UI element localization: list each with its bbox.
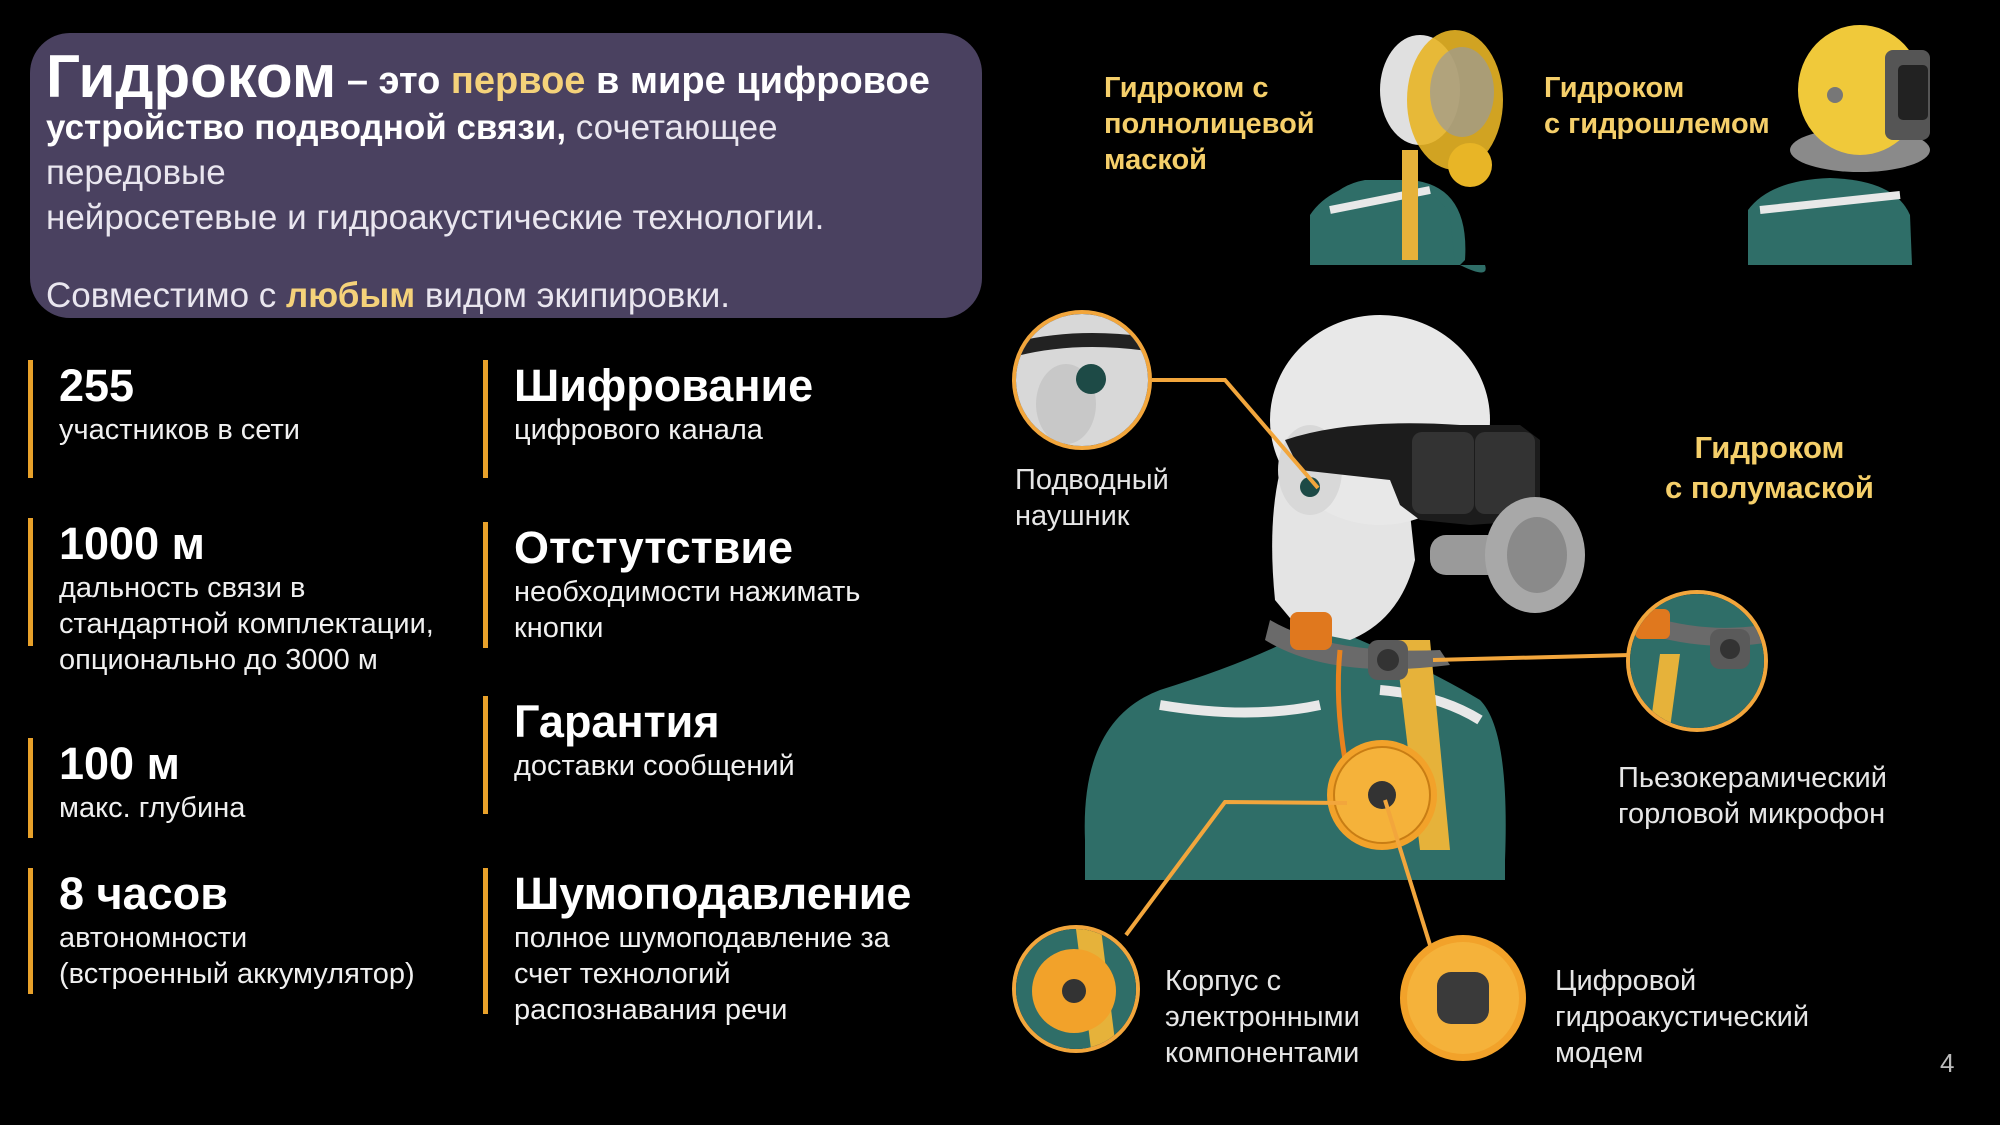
feature-sub: опционально до 3000 м — [59, 644, 378, 676]
feature-sub: распознавания речи — [514, 994, 788, 1026]
housing-detail-circle — [1012, 925, 1140, 1053]
feature-title: 8 часов — [59, 868, 228, 919]
feature-title: 100 м — [59, 738, 180, 789]
label-line: модем — [1555, 1037, 1644, 1069]
feature-depth: 100 м макс. глубина — [28, 738, 245, 838]
intro-compat: Совместимо с любым видом экипировки. — [46, 273, 964, 318]
label-line: с полумаской — [1665, 470, 1874, 505]
label-line: гидроакустический — [1555, 1001, 1810, 1033]
feature-sub: счет технологий — [514, 958, 731, 990]
label-line: Пьезокерамический — [1618, 762, 1887, 794]
intro-dash: – это — [336, 60, 451, 102]
helmet-label: Гидроком с гидрошлемом — [1544, 70, 1770, 142]
half-mask-label: Гидроком с полумаской — [1665, 428, 1874, 508]
feature-autonomy: 8 часов автономности (встроенный аккумул… — [28, 868, 415, 994]
label-line: полнолицевой — [1104, 108, 1315, 140]
full-mask-bust — [1310, 30, 1503, 273]
feature-encryption: Шифрование цифрового канала — [483, 360, 813, 478]
label-line: с гидрошлемом — [1544, 108, 1770, 140]
label-line: компонентами — [1165, 1037, 1360, 1069]
feature-participants: 255 участников в сети — [28, 360, 300, 478]
feature-delivery: Гарантия доставки сообщений — [483, 696, 795, 814]
compat-post: видом экипировки. — [415, 276, 730, 315]
intro-device-rest: сочетающее передовые — [46, 108, 778, 192]
feature-sub: участников в сети — [59, 414, 300, 446]
feature-sub: дальность связи в — [59, 572, 306, 604]
feature-sub: полное шумоподавление за — [514, 922, 890, 954]
brand-title: Гидроком — [46, 43, 337, 110]
intro-world: в мире цифровое — [585, 60, 930, 102]
feature-sub: стандартной комплектации, — [59, 608, 434, 640]
label-line: горловой микрофон — [1618, 798, 1886, 830]
main-diver-bust — [1084, 315, 1585, 880]
label-line: Гидроком — [1694, 430, 1845, 465]
feature-sub: макс. глубина — [59, 792, 246, 824]
modem-detail-circle — [1400, 935, 1526, 1061]
helmet-bust — [1748, 25, 1930, 265]
feature-noise: Шумоподавление полное шумоподавление за … — [483, 868, 912, 1026]
throat-mic-label: Пьезокерамический горловой микрофон — [1618, 760, 1887, 832]
feature-title: Отстутствие — [514, 522, 794, 573]
page-number: 4 — [1940, 1048, 1955, 1078]
connector-lines — [1124, 378, 1631, 946]
label-line: маской — [1104, 144, 1208, 176]
feature-sub: автономности — [59, 922, 248, 954]
feature-sub: цифрового канала — [514, 414, 763, 446]
feature-title: Шумоподавление — [514, 868, 912, 919]
feature-sub: доставки сообщений — [514, 750, 795, 782]
full-mask-label: Гидроком с полнолицевой маской — [1104, 70, 1315, 178]
feature-title: 255 — [59, 360, 135, 411]
compat-bold: любым — [286, 276, 416, 315]
feature-title: Гарантия — [514, 696, 720, 747]
label-line: Цифровой — [1555, 965, 1697, 997]
intro-tech-line: нейросетевые и гидроакустические техноло… — [46, 198, 825, 237]
earphone-label: Подводный наушник — [1015, 462, 1169, 534]
feature-sub: (встроенный аккумулятор) — [59, 958, 415, 990]
throat-mic-detail-circle — [1626, 590, 1768, 732]
feature-range: 1000 м дальность связи в стандартной ком… — [28, 518, 434, 676]
intro-device-bold: устройство подводной связи, — [46, 108, 567, 147]
modem-label: Цифровой гидроакустический модем — [1555, 963, 1809, 1071]
earphone-detail-circle — [1012, 310, 1152, 450]
label-line: электронными — [1165, 1001, 1360, 1033]
feature-sub: кнопки — [514, 612, 604, 644]
feature-sub: необходимости нажимать — [514, 576, 861, 608]
intro-first: первое — [450, 60, 586, 102]
compat-pre: Совместимо с — [46, 276, 287, 315]
feature-title: 1000 м — [59, 518, 205, 569]
label-line: Гидроком с — [1104, 72, 1269, 104]
intro-card: Гидроком – это первое в мире цифровое ус… — [30, 33, 982, 318]
feature-title: Шифрование — [514, 360, 814, 411]
label-line: Подводный — [1015, 464, 1169, 496]
label-line: наушник — [1015, 500, 1130, 532]
label-line: Корпус с — [1165, 965, 1282, 997]
feature-no-buttons: Отстутствие необходимости нажимать кнопк… — [483, 522, 860, 648]
housing-label: Корпус с электронными компонентами — [1165, 963, 1360, 1071]
label-line: Гидроком — [1544, 72, 1685, 104]
